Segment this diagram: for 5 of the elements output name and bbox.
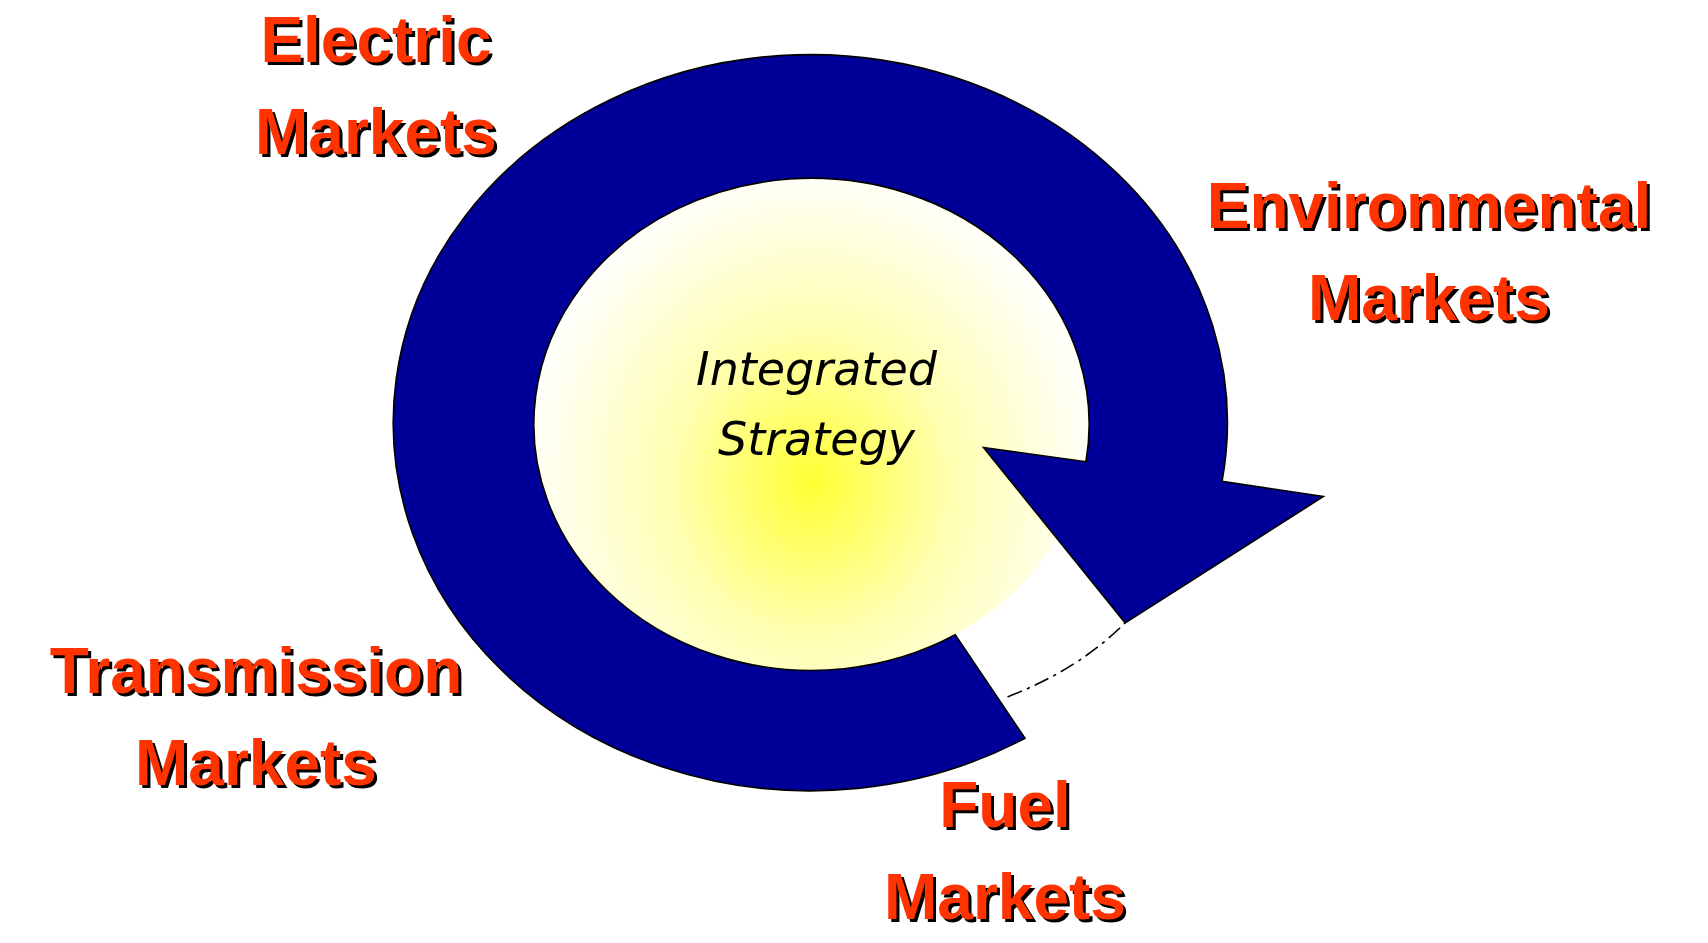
market-label: Electric Markets bbox=[254, 3, 498, 170]
market-label: Fuel Markets bbox=[883, 768, 1127, 935]
market-label: Transmission Markets bbox=[48, 634, 464, 801]
center-text: Integrated Strategy bbox=[695, 340, 938, 468]
market-label: Environmental Markets bbox=[1205, 169, 1653, 336]
